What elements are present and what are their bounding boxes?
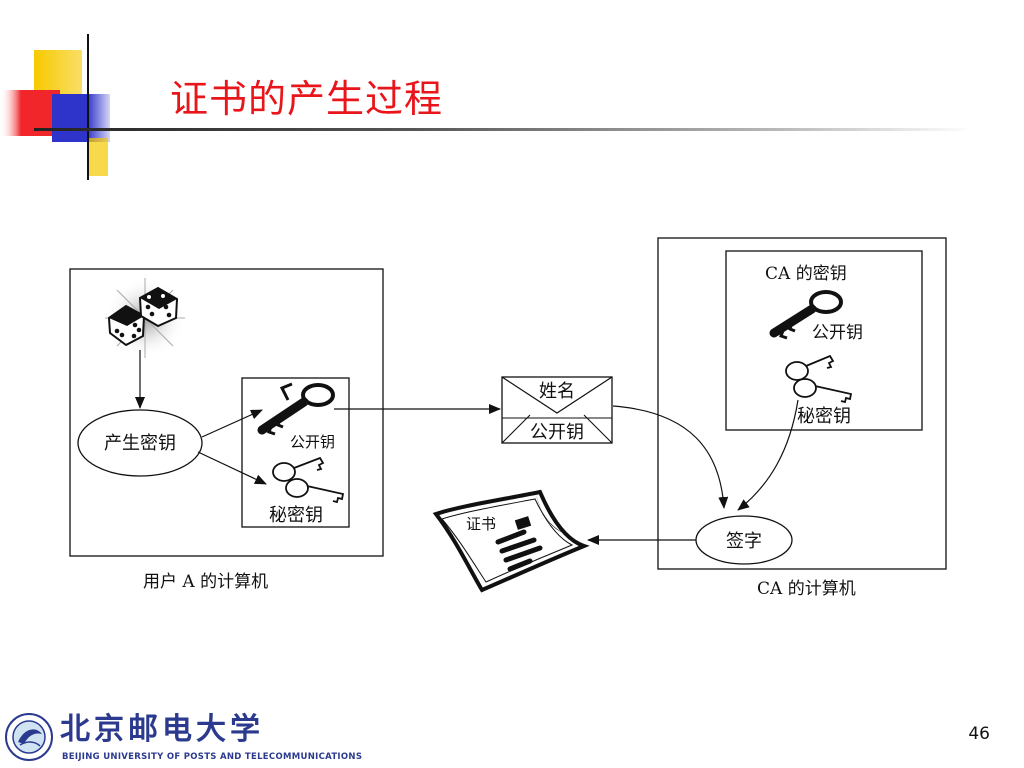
- generate-key-label: 产生密钥: [104, 433, 176, 454]
- ca-public-key-label: 公开钥: [812, 323, 863, 343]
- ca-public-key-icon: [769, 290, 843, 340]
- envelope-public-key-label: 公开钥: [530, 422, 584, 443]
- university-logo-chinese: 北京邮电大学: [60, 712, 264, 747]
- dice-icon: [105, 278, 185, 358]
- user-public-key-label: 公开钥: [290, 433, 335, 451]
- ca-keys-title: CA 的密钥: [765, 264, 847, 284]
- ca-key-box: [725, 250, 923, 431]
- envelope-name-label: 姓名: [539, 381, 575, 402]
- generate-key-node: [77, 409, 203, 477]
- ca-private-key-icon: [785, 354, 853, 404]
- ca-computer-label: CA 的计算机: [757, 579, 856, 599]
- university-logo-english: BEIJING UNIVERSITY OF POSTS AND TELECOMM…: [62, 752, 363, 762]
- title-underline: [34, 128, 974, 131]
- certificate-label: 证书: [466, 515, 496, 533]
- university-emblem-icon: [4, 712, 54, 762]
- user-private-key-label: 秘密钥: [269, 505, 323, 526]
- envelope-icon: [501, 376, 613, 444]
- user-computer-label: 用户 A 的计算机: [143, 572, 268, 592]
- certificate-icon: [432, 489, 590, 593]
- page-number: 46: [968, 724, 990, 744]
- sign-label: 签字: [726, 531, 762, 552]
- title-decoration: [0, 30, 160, 180]
- page-title: 证书的产生过程: [170, 77, 444, 121]
- ca-private-key-label: 秘密钥: [797, 406, 851, 427]
- user-public-key-icon: [257, 382, 335, 436]
- user-private-key-icon: [272, 456, 345, 504]
